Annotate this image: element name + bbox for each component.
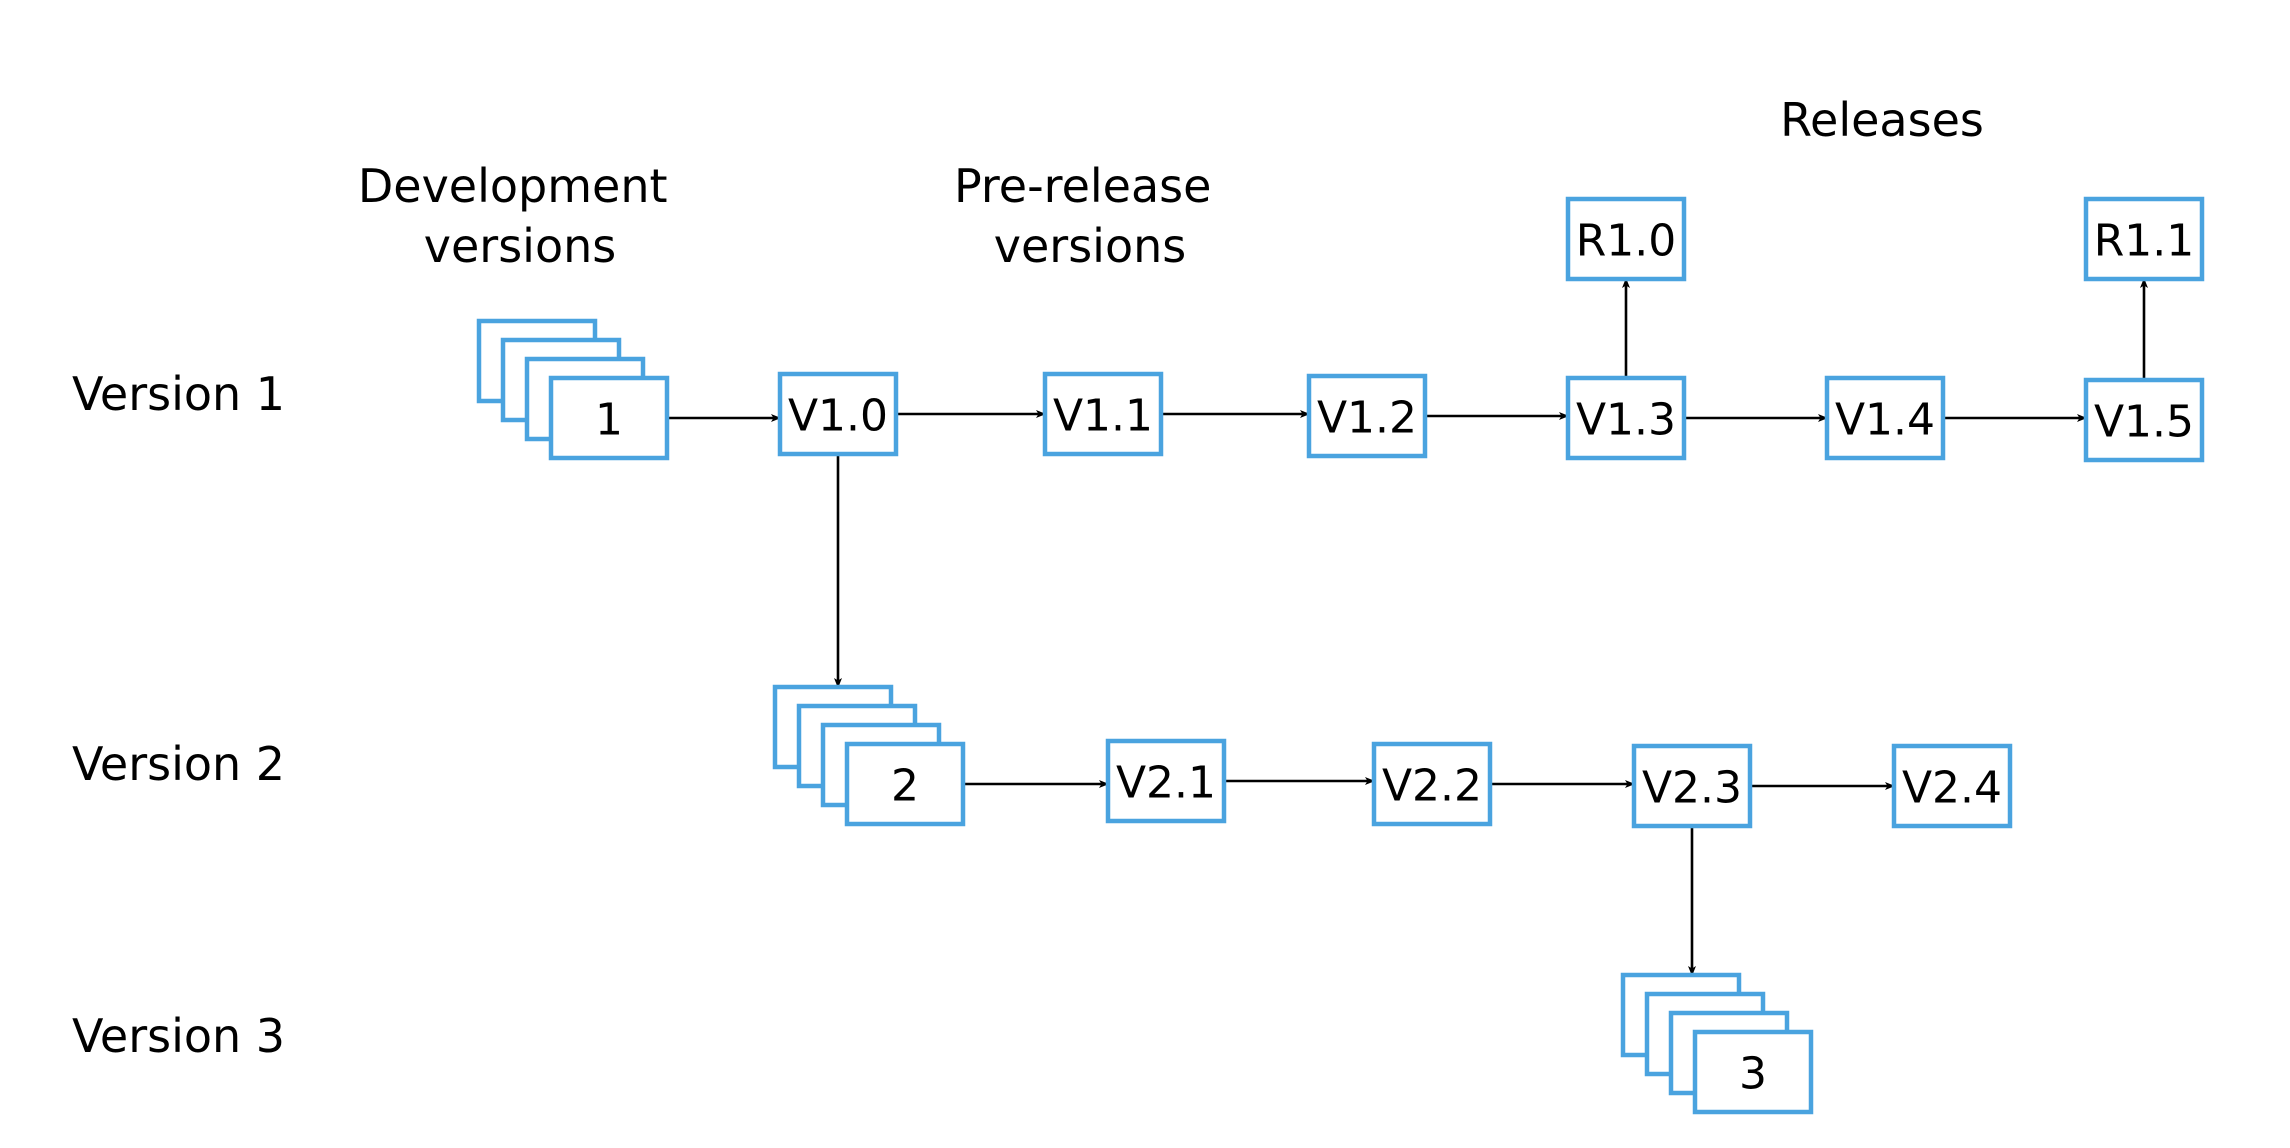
- node-label: V1.3: [1576, 395, 1676, 446]
- edges: [667, 278, 2148, 976]
- node-v13: V1.3: [1565, 375, 1687, 461]
- node-box: [1042, 371, 1164, 457]
- nodes: 1 V1.0 V1.1 V1.2 V1.3 V1.4 V1.5 R1.0 R1.1 2 V2.1 V2…: [476, 196, 2205, 1115]
- node-label: V1.4: [1835, 395, 1935, 446]
- node-box: [1105, 738, 1227, 824]
- node-label: V2.2: [1382, 761, 1482, 812]
- node-v22: V2.2: [1371, 741, 1493, 827]
- node-v24: V2.4: [1891, 743, 2013, 829]
- node-box: [844, 741, 966, 827]
- prerelease-versions-label: Pre-release versions: [954, 159, 1226, 273]
- node-box: [1891, 743, 2013, 829]
- node-v10: V1.0: [777, 371, 899, 457]
- row-label-version-1: Version 1: [72, 367, 285, 421]
- node-v14: V1.4: [1824, 375, 1946, 461]
- node-label: V2.4: [1902, 763, 2002, 814]
- node-d1: 1: [476, 318, 670, 461]
- node-label: 2: [891, 761, 919, 812]
- node-label: 3: [1739, 1049, 1767, 1100]
- node-label: V1.2: [1317, 393, 1417, 444]
- node-label: R1.0: [1576, 216, 1677, 267]
- row-label-version-3: Version 3: [72, 1009, 285, 1063]
- node-v23: V2.3: [1631, 743, 1753, 829]
- node-v12: V1.2: [1306, 373, 1428, 459]
- node-label: V2.1: [1116, 758, 1216, 809]
- node-box: [1565, 375, 1687, 461]
- row-label-version-2: Version 2: [72, 737, 285, 791]
- node-label: 1: [595, 395, 623, 446]
- node-v21: V2.1: [1105, 738, 1227, 824]
- node-box: [2083, 196, 2205, 282]
- node-v15: V1.5: [2083, 377, 2205, 463]
- development-versions-label: Development versions: [358, 159, 682, 273]
- node-d2: 2: [772, 684, 966, 827]
- releases-label: Releases: [1780, 93, 1984, 147]
- node-label: V1.5: [2094, 397, 2194, 448]
- node-box: [1371, 741, 1493, 827]
- node-label: V2.3: [1642, 763, 1742, 814]
- node-label: V1.0: [788, 391, 888, 442]
- node-box: [2083, 377, 2205, 463]
- node-box: [1824, 375, 1946, 461]
- node-label: R1.1: [2094, 216, 2195, 267]
- node-label: V1.1: [1053, 391, 1153, 442]
- node-v11: V1.1: [1042, 371, 1164, 457]
- node-box: [1631, 743, 1753, 829]
- node-d3: 3: [1620, 972, 1814, 1115]
- node-r11: R1.1: [2083, 196, 2205, 282]
- node-box: [1565, 196, 1687, 282]
- node-box: [548, 375, 670, 461]
- node-r10: R1.0: [1565, 196, 1687, 282]
- node-box: [777, 371, 899, 457]
- node-box: [1692, 1029, 1814, 1115]
- node-box: [1306, 373, 1428, 459]
